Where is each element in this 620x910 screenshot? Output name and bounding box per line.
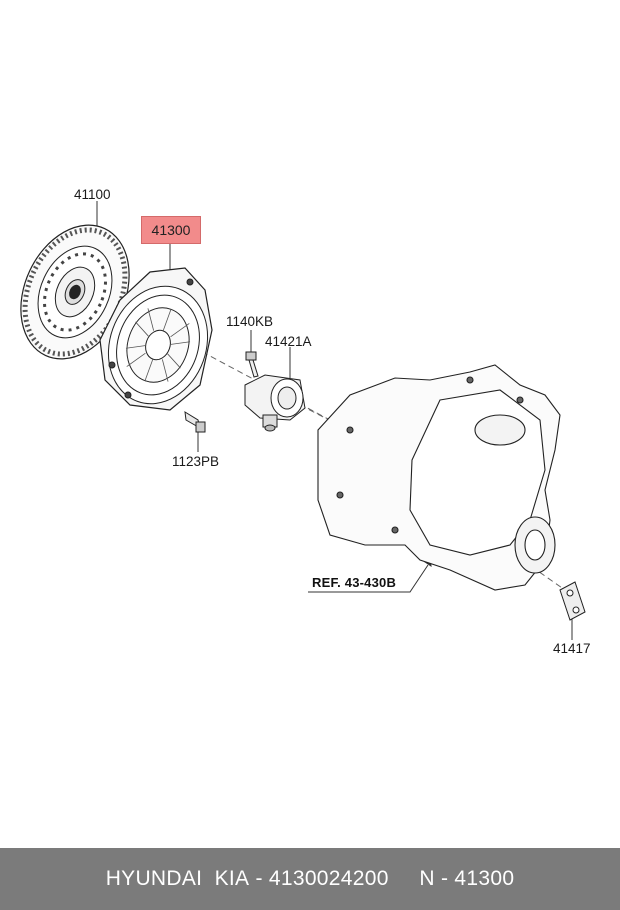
footer-brand: HYUNDAI KIA <box>105 867 250 890</box>
footer-separator: - <box>249 867 269 890</box>
label-clutch-cover-highlighted: 41300 <box>141 216 201 244</box>
clutch-cover-drawing <box>99 267 213 411</box>
footer-prefix: N <box>419 867 435 890</box>
footer-ref-number: 41300 <box>454 867 515 890</box>
footer-part-number: 4130024200 <box>268 867 389 890</box>
label-clutch-disc: 41100 <box>74 187 111 202</box>
label-release-cylinder: 41421A <box>265 334 312 349</box>
bolt-bottom-drawing <box>184 411 206 433</box>
release-cylinder-drawing <box>244 374 306 432</box>
transmission-case-drawing <box>317 364 561 591</box>
footer-separator: - <box>434 867 455 890</box>
footer-gap <box>389 867 420 891</box>
exploded-parts-diagram <box>20 201 586 640</box>
label-reference: REF. 43-430B <box>312 575 397 590</box>
part-info-footer: HYUNDAI KIA - 4130024200 N - 41300 <box>0 848 620 910</box>
label-bolt-top: 1140KB <box>226 314 274 329</box>
bracket-drawing <box>559 581 586 621</box>
label-bracket: 41417 <box>553 641 591 656</box>
bolt-top-drawing <box>245 351 259 378</box>
label-bolt-bottom: 1123PB <box>172 454 220 469</box>
